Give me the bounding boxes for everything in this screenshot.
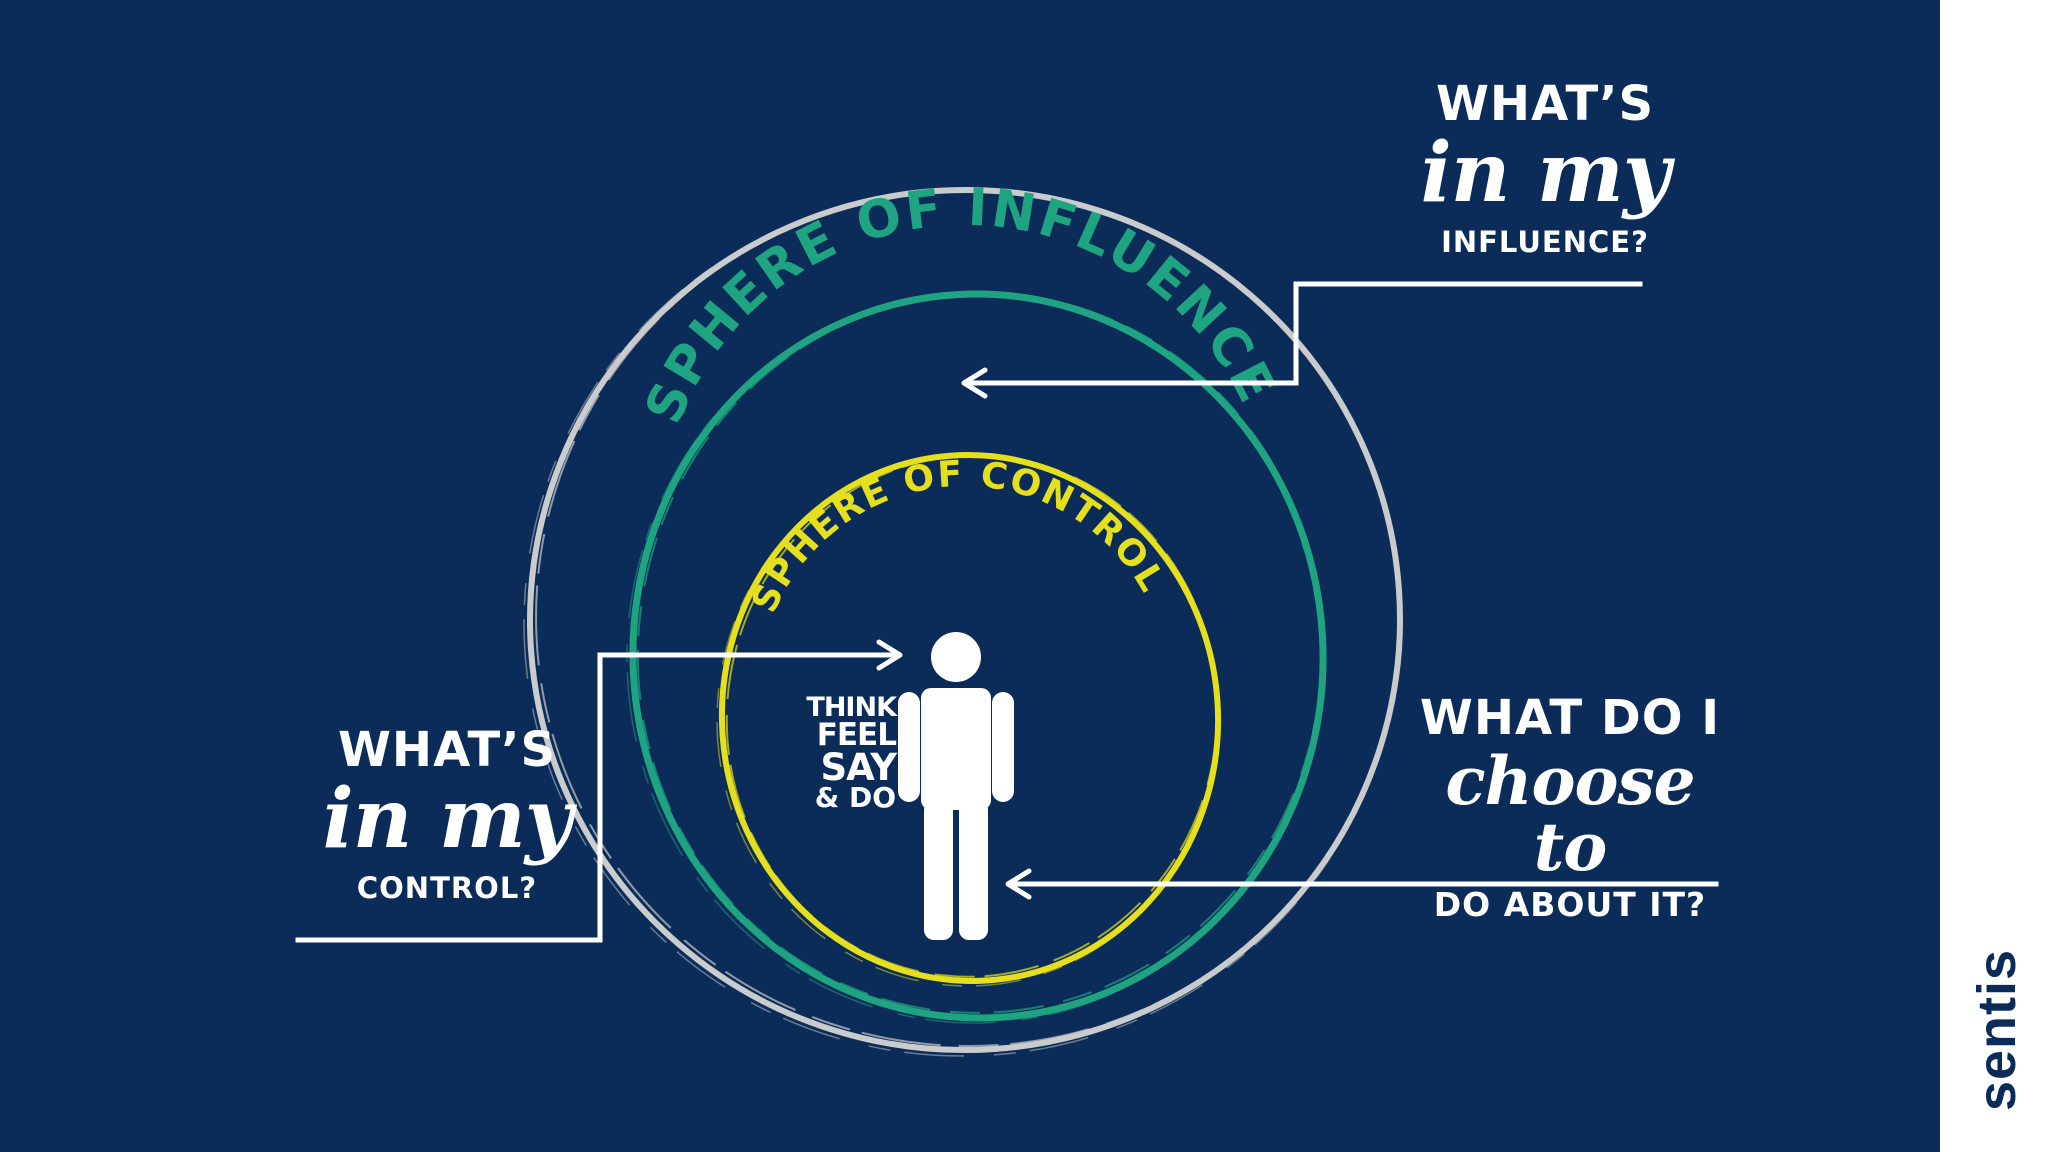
sphere-influence-label: SPHERE OF INFLUENCE xyxy=(634,178,1287,432)
question-choose-top: WHAT DO I xyxy=(1419,690,1721,746)
control-ring xyxy=(716,452,1222,987)
brand-logo: sentis xyxy=(1952,920,2042,1140)
question-control-bottom: CONTROL? xyxy=(356,871,538,905)
question-influence-bottom: INFLUENCE? xyxy=(1441,225,1649,259)
actions-list: THINK FEEL SAY & DO xyxy=(786,692,897,815)
question-control-mid: in my xyxy=(322,771,573,867)
question-influence: WHAT’S in my INFLUENCE? xyxy=(1420,76,1671,259)
action-do: & DO xyxy=(814,781,896,815)
action-feel: FEEL xyxy=(816,716,897,753)
question-choose: WHAT DO I choose to DO ABOUT IT? xyxy=(1405,694,1735,921)
action-say: SAY xyxy=(820,746,897,790)
influence-connector xyxy=(961,281,1643,399)
question-control: WHAT’S in my CONTROL? xyxy=(322,722,573,905)
question-choose-mid: choose to xyxy=(1445,742,1695,886)
question-control-top: WHAT’S xyxy=(337,722,557,778)
sphere-control-label: SPHERE OF CONTROL xyxy=(744,454,1173,619)
action-think: THINK xyxy=(806,692,897,723)
influence-ring xyxy=(626,290,1327,1024)
brand-wordmark: sentis xyxy=(1967,948,2027,1112)
person-icon xyxy=(898,632,1014,940)
question-influence-top: WHAT’S xyxy=(1435,76,1655,132)
choose-connector xyxy=(1005,868,1719,900)
control-connector xyxy=(295,639,903,943)
question-influence-mid: in my xyxy=(1420,125,1671,221)
outer-ring xyxy=(523,186,1403,1057)
question-choose-bottom: DO ABOUT IT? xyxy=(1433,885,1707,924)
